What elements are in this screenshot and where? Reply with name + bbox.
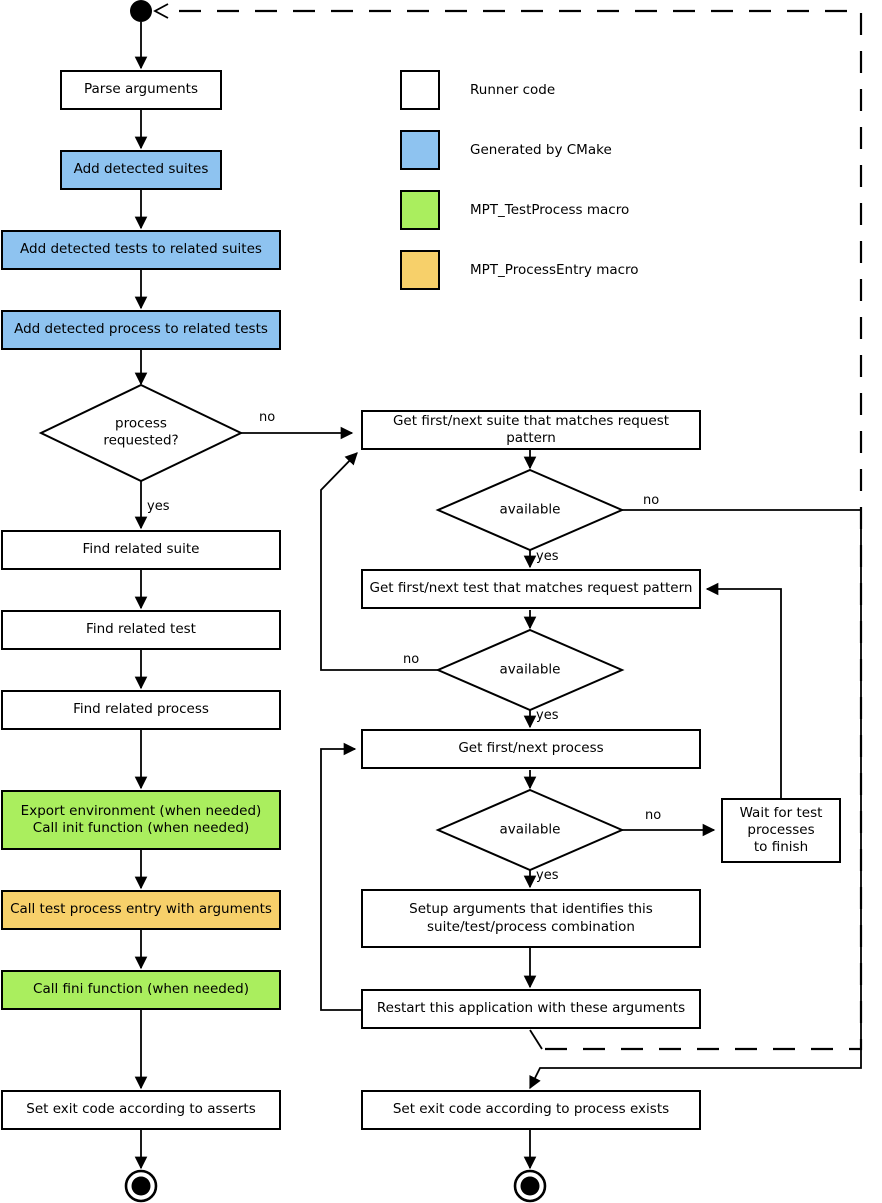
legend-swatch-mpt-processentry [400,250,440,290]
edge-label-process-requested-no: no [259,410,276,425]
edge-label-suite-available-no: no [643,493,660,508]
node-call-fini-function[interactable]: Call fini function (when needed) [1,970,281,1010]
label-process-requested: process requested? [103,415,179,449]
node-parse-arguments[interactable]: Parse arguments [60,70,222,110]
node-add-detected-suites[interactable]: Add detected suites [60,150,222,190]
legend-label-generated-by-cmake: Generated by CMake [470,142,612,158]
node-set-exit-code-asserts[interactable]: Set exit code according to asserts [1,1090,281,1130]
node-get-next-test[interactable]: Get first/next test that matches request… [361,569,701,609]
node-find-related-process[interactable]: Find related process [1,690,281,730]
node-export-environment[interactable]: Export environment (when needed) Call in… [1,790,281,850]
node-call-test-process-entry[interactable]: Call test process entry with arguments [1,890,281,930]
label-test-available: available [499,661,561,678]
node-setup-arguments[interactable]: Setup arguments that identifies this sui… [361,889,701,948]
edge-label-process-requested-yes: yes [147,499,170,514]
edge-label-process-available-no: no [645,808,662,823]
node-get-next-suite[interactable]: Get first/next suite that matches reques… [361,410,701,450]
node-add-detected-tests[interactable]: Add detected tests to related suites [1,230,281,270]
start-node [130,0,152,22]
edge-label-suite-available-yes: yes [536,549,559,564]
legend-swatch-mpt-testprocess [400,190,440,230]
node-find-related-suite[interactable]: Find related suite [1,530,281,570]
node-find-related-test[interactable]: Find related test [1,610,281,650]
label-process-available: available [499,821,561,838]
node-add-detected-process[interactable]: Add detected process to related tests [1,310,281,350]
node-get-next-process[interactable]: Get first/next process [361,729,701,769]
legend-label-runner-code: Runner code [470,82,556,98]
edge-label-test-available-no: no [403,652,420,667]
legend-label-mpt-processentry: MPT_ProcessEntry macro [470,262,639,278]
edge-label-test-available-yes: yes [536,708,559,723]
node-set-exit-code-process-exists[interactable]: Set exit code according to process exist… [361,1090,701,1130]
end-node-right [513,1169,547,1203]
node-wait-for-test-processes[interactable]: Wait for test processes to finish [721,798,841,863]
edge-label-process-available-yes: yes [536,868,559,883]
end-node-left [124,1169,158,1203]
label-suite-available: available [499,501,561,518]
legend-label-mpt-testprocess: MPT_TestProcess macro [470,202,630,218]
node-restart-application[interactable]: Restart this application with these argu… [361,989,701,1029]
legend-swatch-generated-by-cmake [400,130,440,170]
legend-swatch-runner-code [400,70,440,110]
